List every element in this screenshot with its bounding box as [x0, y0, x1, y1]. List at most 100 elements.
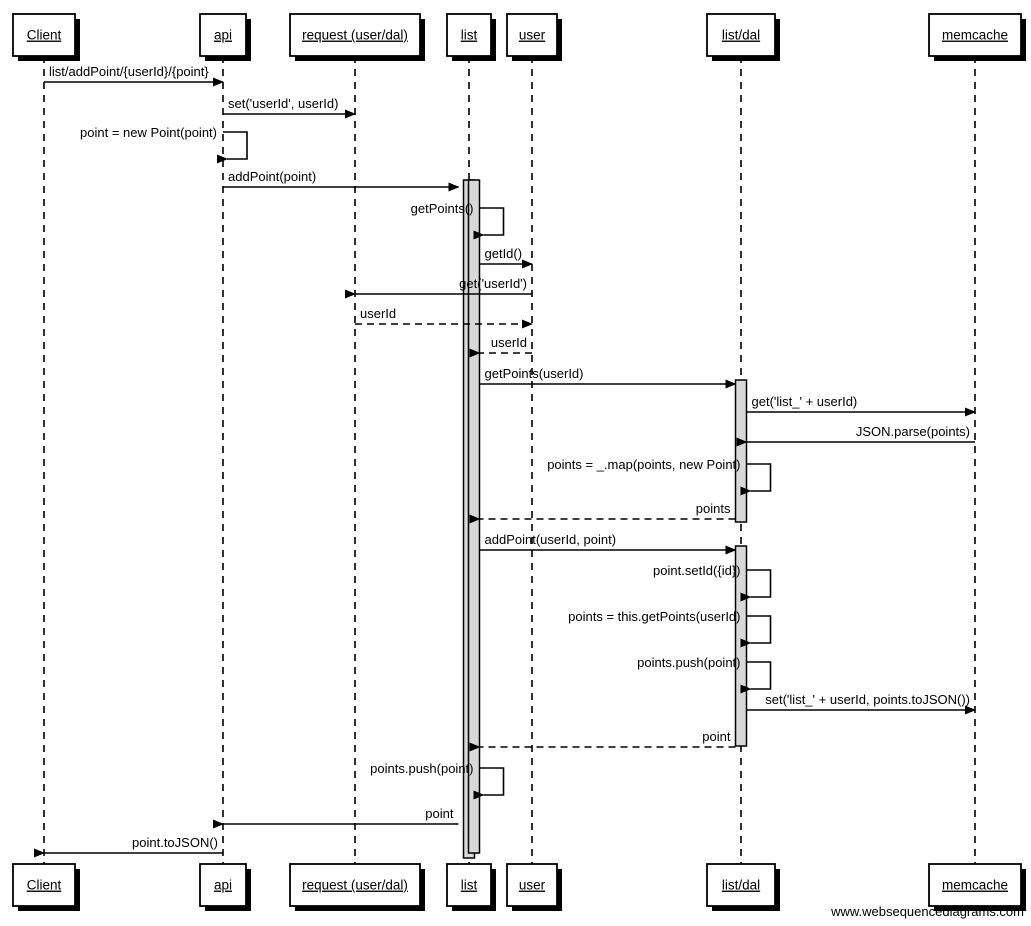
activation-act-listdal-get: [734, 379, 748, 523]
message-label: list/addPoint/{userId}/{point}: [49, 64, 209, 79]
message-label: set('userId', userId): [228, 96, 338, 111]
messages-layer: list/addPoint/{userId}/{point} set('userI…: [34, 64, 976, 858]
message-7-call: get('userId'): [345, 276, 532, 299]
self-call-path: [740, 569, 772, 602]
message-label: points.push(point): [637, 655, 740, 670]
message-label: points = _.map(points, new Point): [547, 457, 740, 472]
message-16-self: point.setId({id}): [653, 563, 772, 602]
participant-label: list/dal: [722, 878, 760, 893]
box-frame: [506, 863, 558, 907]
message-1-call: list/addPoint/{userId}/{point}: [44, 64, 224, 87]
message-label: userId: [491, 335, 527, 350]
message-3-self: point = new Point(point): [80, 125, 248, 164]
box-frame: [199, 13, 247, 57]
message-20-return: point: [469, 729, 736, 752]
participant-label: list: [461, 878, 478, 893]
participant-user-bottom[interactable]: user: [506, 863, 562, 911]
participant-label: list: [461, 28, 478, 43]
message-label: get('userId'): [459, 276, 527, 291]
participant-label: api: [214, 878, 232, 893]
participant-label: memcache: [942, 28, 1008, 43]
message-18-self: points.push(point): [637, 655, 772, 694]
message-14-return: points: [469, 501, 736, 524]
message-4-call: addPoint(point): [223, 169, 460, 192]
message-label: set('list_' + userId, points.toJSON()): [765, 692, 970, 707]
message-15-call: addPoint(userId, point): [479, 532, 737, 555]
message-label: point: [425, 806, 454, 821]
message-label: userId: [360, 306, 396, 321]
message-label: addPoint(point): [228, 169, 316, 184]
message-label: points.push(point): [370, 761, 473, 776]
box-frame: [928, 863, 1022, 907]
message-9-return: userId: [469, 335, 532, 358]
message-label: getPoints(userId): [485, 366, 584, 381]
participant-label: Client: [27, 28, 62, 43]
participant-api-top[interactable]: api: [199, 13, 251, 61]
message-2-call: set('userId', userId): [223, 96, 356, 119]
message-10-call: getPoints(userId): [479, 366, 737, 389]
message-label: get('list_' + userId): [752, 394, 858, 409]
box-frame: [289, 13, 421, 57]
participant-label: list/dal: [722, 28, 760, 43]
message-label: getPoints(): [411, 201, 474, 216]
participant-listdal-bottom[interactable]: list/dal: [706, 863, 780, 911]
participant-listdal-top[interactable]: list/dal: [706, 13, 780, 61]
message-label: getId(): [485, 246, 523, 261]
message-label: points = this.getPoints(userId): [568, 609, 740, 624]
lifelines-layer: [43, 56, 976, 864]
participant-label: Client: [27, 878, 62, 893]
box-frame: [928, 13, 1022, 57]
message-5-self: getPoints(): [411, 201, 505, 240]
participant-user-top[interactable]: user: [506, 13, 562, 61]
box-frame: [446, 863, 492, 907]
participant-label: api: [214, 28, 232, 43]
message-label: JSON.parse(points): [856, 424, 970, 439]
message-11-call: get('list_' + userId): [746, 394, 976, 417]
message-label: point.toJSON(): [132, 835, 218, 850]
self-call-path: [473, 767, 505, 800]
message-17-self: points = this.getPoints(userId): [568, 609, 772, 648]
message-6-call: getId(): [479, 246, 533, 269]
message-21-self: points.push(point): [370, 761, 505, 800]
participant-request-bottom[interactable]: request (user/dal): [289, 863, 425, 911]
self-call-path: [740, 661, 772, 694]
self-call-path: [217, 131, 248, 164]
participant-api-bottom[interactable]: api: [199, 863, 251, 911]
participant-memcache-bottom[interactable]: memcache: [928, 863, 1026, 911]
participant-client-bottom[interactable]: Client: [12, 863, 80, 911]
message-8-return: userId: [355, 306, 533, 329]
message-label: point.setId({id}): [653, 563, 740, 578]
message-label: point: [702, 729, 731, 744]
box-frame: [706, 13, 776, 57]
box-frame: [199, 863, 247, 907]
footer-credit: www.websequencediagrams.com: [830, 904, 1024, 919]
self-call-path: [473, 207, 505, 240]
message-19-call: set('list_' + userId, points.toJSON()): [746, 692, 976, 715]
box-frame: [706, 863, 776, 907]
participant-label: request (user/dal): [302, 878, 408, 893]
message-label: point = new Point(point): [80, 125, 217, 140]
message-label: addPoint(userId, point): [485, 532, 617, 547]
participant-label: user: [519, 28, 546, 43]
message-label: points: [696, 501, 731, 516]
participant-memcache-top[interactable]: memcache: [928, 13, 1026, 61]
participant-label: request (user/dal): [302, 28, 408, 43]
box-frame: [289, 863, 421, 907]
self-call-path: [740, 615, 772, 648]
participant-label: memcache: [942, 878, 1008, 893]
participant-list-bottom[interactable]: list: [446, 863, 496, 911]
participant-client-top[interactable]: Client: [12, 13, 80, 61]
message-13-self: points = _.map(points, new Point): [547, 457, 772, 496]
participant-list-top[interactable]: list: [446, 13, 496, 61]
box-frame: [12, 13, 76, 57]
box-frame: [446, 13, 492, 57]
participant-request-top[interactable]: request (user/dal): [289, 13, 425, 61]
box-frame: [12, 863, 76, 907]
self-call-path: [740, 463, 772, 496]
participant-label: user: [519, 878, 546, 893]
message-12-call: JSON.parse(points): [736, 424, 975, 447]
message-22-return: point: [213, 806, 459, 829]
